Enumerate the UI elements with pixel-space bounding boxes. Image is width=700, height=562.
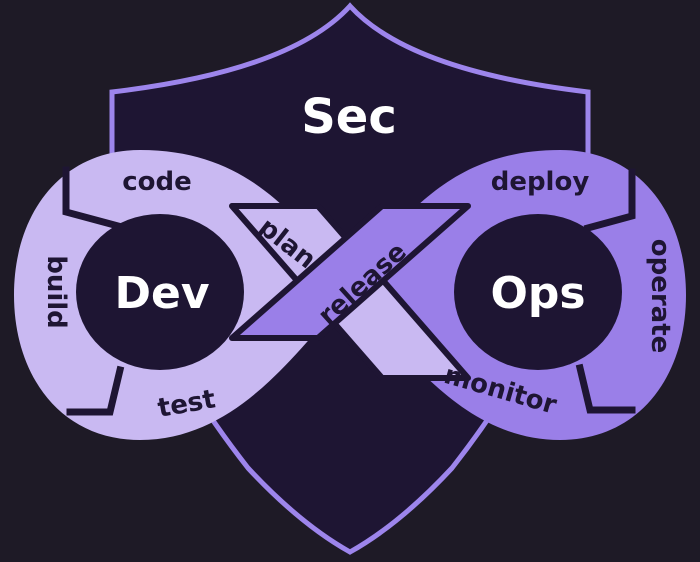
release-strip: [229, 203, 471, 341]
dev-title: Dev: [114, 268, 209, 319]
stage-separators: [62, 166, 636, 416]
stage-deploy: deploy: [491, 167, 590, 197]
stage-code: code: [122, 167, 192, 197]
sec-title: Sec: [301, 89, 397, 145]
dev-hole: [76, 214, 244, 370]
stage-build: build: [41, 255, 71, 329]
ops-hole: [454, 214, 622, 370]
ops-title: Ops: [490, 268, 585, 319]
stage-operate: operate: [645, 239, 675, 354]
